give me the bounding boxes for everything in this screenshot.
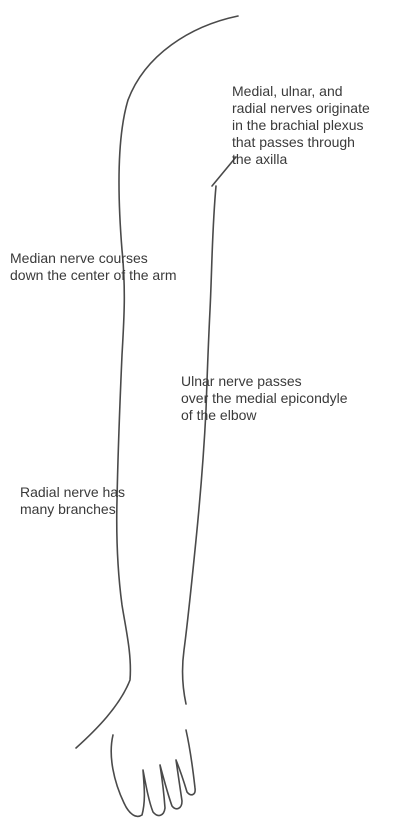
radial-nerve-label-line: Radial nerve has	[20, 484, 125, 501]
median-nerve-label-line: Median nerve courses	[10, 250, 177, 267]
median-nerve-label: Median nerve courses down the center of …	[10, 250, 177, 284]
ulnar-nerve-label: Ulnar nerve passes over the medial epico…	[181, 373, 348, 424]
brachial-plexus-label-line: that passes through	[232, 134, 370, 151]
brachial-plexus-label-line: the axilla	[232, 151, 370, 168]
radial-nerve-label: Radial nerve has many branches	[20, 484, 125, 518]
radial-nerve-label-line: many branches	[20, 501, 125, 518]
arm-inner-contour	[183, 186, 216, 704]
brachial-plexus-label-line: Medial, ulnar, and	[232, 83, 370, 100]
hand-outline	[111, 730, 195, 816]
brachial-plexus-label-line: radial nerves originate	[232, 100, 370, 117]
ulnar-nerve-label-line: Ulnar nerve passes	[181, 373, 348, 390]
ulnar-nerve-label-line: over the medial epicondyle	[181, 390, 348, 407]
median-nerve-label-line: down the center of the arm	[10, 267, 177, 284]
brachial-plexus-label: Medial, ulnar, and radial nerves origina…	[232, 83, 370, 168]
ulnar-nerve-label-line: of the elbow	[181, 407, 348, 424]
brachial-plexus-label-line: in the brachial plexus	[232, 117, 370, 134]
